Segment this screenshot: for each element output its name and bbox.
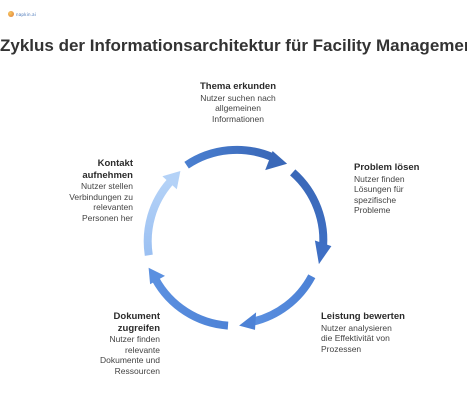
step-4: Dokument zugreifen Nutzer finden relevan… (60, 311, 160, 376)
cycle-arc-5 (143, 179, 174, 256)
cycle-arc-1 (184, 145, 274, 169)
cycle-arc-3 (250, 274, 316, 326)
step-4-title: Dokument zugreifen (113, 311, 160, 334)
step-3: Leistung bewerten Nutzer analysieren die… (321, 311, 441, 354)
cycle-arrowhead-4 (148, 267, 165, 285)
step-5: Kontakt aufnehmen Nutzer stellen Verbind… (28, 158, 133, 223)
step-2-description: Nutzer finden Lösungen für spezifische P… (354, 173, 405, 216)
cycle-arrowhead-3 (239, 312, 257, 330)
step-3-description: Nutzer analysieren die Effektivität von … (321, 322, 392, 354)
cycle-arrowhead-2 (314, 240, 332, 265)
logo-text: napkin.ai (16, 11, 37, 17)
logo: napkin.ai (8, 10, 36, 18)
step-1-description: Nutzer suchen nach allgemeinen Informati… (200, 92, 276, 124)
step-3-title: Leistung bewerten (321, 311, 405, 322)
step-5-description: Nutzer stellen Verbindungen zu relevante… (69, 181, 133, 223)
step-4-description: Nutzer finden relevante Dokumente und Re… (99, 334, 160, 376)
diagram-title: Zyklus der Informationsarchitektur für F… (0, 36, 467, 55)
step-1-title: Thema erkunden (199, 81, 277, 92)
step-2-title: Problem lösen (354, 162, 420, 173)
logo-icon (8, 11, 14, 17)
cycle-arrowhead-1 (265, 151, 288, 171)
cycle-arrowhead-5 (162, 171, 181, 190)
step-1: Thema erkunden Nutzer suchen nach allgem… (178, 81, 298, 124)
cycle-arc-2 (290, 169, 328, 252)
step-5-title: Kontakt aufnehmen (82, 158, 133, 181)
cycle-arc-4 (151, 277, 229, 330)
step-2: Problem lösen Nutzer finden Lösungen für… (354, 162, 454, 216)
